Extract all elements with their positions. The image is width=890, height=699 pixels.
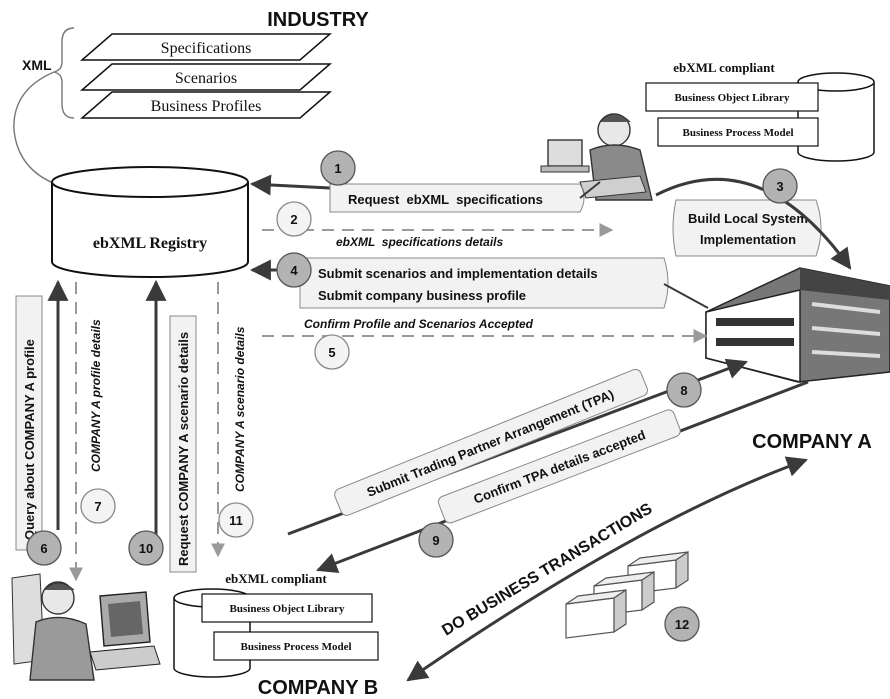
step-2-text: ebXML specifications details (336, 235, 503, 249)
step-1-text: Request ebXML specifications (348, 192, 543, 207)
company-a-model-label: Business Process Model (682, 127, 793, 139)
ebxml-registry-cylinder: ebXML Registry (51, 166, 249, 278)
step-6-badge: 6 (26, 530, 62, 566)
layer-scenarios-label: Scenarios (175, 70, 237, 87)
step-10-text: Request COMPANY A scenario details (176, 332, 191, 566)
company-b-model-label: Business Process Model (240, 641, 351, 653)
step-6-box (15, 295, 43, 551)
step-6-number: 6 (40, 541, 47, 556)
step-11-badge: 11 (218, 502, 254, 538)
step-4-text-line1: Submit scenarios and implementation deta… (318, 266, 598, 281)
step-3-text-line1: Build Local System (688, 211, 808, 226)
step-9-badge: 9 (418, 522, 454, 558)
registry-label: ebXML Registry (93, 235, 207, 252)
step-12-badge: 12 (664, 606, 700, 642)
company-b-library-label: Business Object Library (230, 603, 345, 615)
step-4-connector (663, 283, 709, 309)
step-11-text: COMPANY A scenario details (233, 326, 247, 492)
company-a-library-box (645, 82, 819, 112)
step-6-text: Query about COMPANY A profile (22, 339, 37, 540)
xml-label: XML (22, 57, 52, 73)
company-b-model-box (213, 631, 379, 661)
company-a-library-label: Business Object Library (675, 92, 790, 104)
step-5-badge: 5 (314, 334, 350, 370)
company-b-label: COMPANY B (258, 677, 378, 699)
step-2-badge: 2 (276, 201, 312, 237)
layer-scenarios (79, 63, 333, 91)
layer-business-profiles (79, 91, 333, 119)
company-a-user-at-computer-icon (540, 113, 653, 201)
step-9-number: 9 (432, 533, 439, 548)
step-3-number: 3 (776, 179, 783, 194)
step-12-number: 12 (675, 617, 689, 632)
step-4-text-line2: Submit company business profile (318, 288, 526, 303)
layer-specifications (79, 33, 333, 61)
step-8-badge: 8 (666, 372, 702, 408)
company-a-model-box (657, 117, 819, 147)
step-10-box (169, 315, 197, 573)
layer-business-profiles-label: Business Profiles (151, 98, 262, 115)
company-b-library-box (201, 593, 373, 623)
transaction-boxes-icon (565, 550, 689, 639)
layer-specifications-label: Specifications (161, 40, 252, 57)
step-3-text-line2: Implementation (700, 232, 796, 247)
step-7-badge: 7 (80, 488, 116, 524)
arrow-1 (249, 174, 331, 196)
step-10-badge: 10 (128, 530, 164, 566)
step-7-text: COMPANY A profile details (89, 319, 103, 472)
company-a-building-icon (705, 267, 890, 383)
company-a-compliant-label: ebXML compliant (673, 60, 775, 75)
step-8-number: 8 (680, 383, 687, 398)
arrow-12 (406, 456, 808, 682)
step-5-number: 5 (328, 345, 335, 360)
step-1-box (329, 183, 585, 213)
step-1-badge: 1 (320, 150, 356, 186)
step-1-connector (579, 181, 601, 199)
step-4-badge: 4 (276, 252, 312, 288)
arrow-3 (655, 177, 852, 270)
step-2-number: 2 (290, 212, 297, 227)
step-5-text: Confirm Profile and Scenarios Accepted (304, 317, 534, 331)
step-3-box (672, 199, 822, 257)
industry-layer-stack: Specifications Scenarios Business Profil… (79, 33, 333, 119)
company-b-user-at-computer-icon (11, 573, 161, 681)
company-a-label: COMPANY A (752, 431, 872, 453)
step-7-number: 7 (94, 499, 101, 514)
step-3-badge: 3 (762, 168, 798, 204)
xml-connector (13, 71, 59, 186)
step-4-number: 4 (290, 263, 298, 278)
company-b-compliant-label: ebXML compliant (225, 571, 327, 586)
step-11-number: 11 (229, 513, 243, 528)
industry-title: INDUSTRY (267, 9, 369, 31)
step-10-number: 10 (139, 541, 153, 556)
step-1-number: 1 (334, 161, 341, 176)
xml-brace (53, 27, 75, 119)
